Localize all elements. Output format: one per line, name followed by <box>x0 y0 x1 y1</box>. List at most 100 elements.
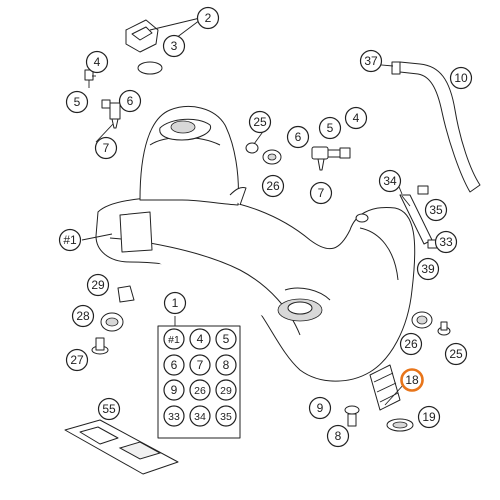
callout-c7b: 7 <box>309 181 333 205</box>
kit-item: 7 <box>189 354 211 376</box>
kit-item-number: 6 <box>171 358 178 372</box>
fuel-tank <box>95 106 416 382</box>
callout-number: 26 <box>404 337 418 351</box>
kit-item-circle <box>215 354 237 376</box>
callout-number: 8 <box>335 429 342 443</box>
callout-circle <box>261 174 285 198</box>
callout-c6a: 6 <box>118 89 142 113</box>
callout-c4: 4 <box>85 50 109 74</box>
kit-item-circle <box>163 379 185 401</box>
callout-c25a: 25 <box>248 110 272 134</box>
callout-number: 25 <box>253 115 267 129</box>
callout-number: 39 <box>421 262 435 276</box>
callout-circle <box>65 90 89 114</box>
callout-number: 6 <box>127 94 134 108</box>
callout-c3: 3 <box>162 34 186 58</box>
callout-number: 35 <box>429 203 443 217</box>
kit-item: 33 <box>163 405 185 427</box>
kit-item-number: 34 <box>194 411 206 423</box>
kit-item: 6 <box>163 354 185 376</box>
callout-number: 19 <box>422 410 436 424</box>
kit-item-circle <box>215 328 237 350</box>
callout-circle <box>309 181 333 205</box>
callout-circle <box>85 50 109 74</box>
fuel-filter <box>369 364 414 432</box>
callout-circle <box>444 342 468 366</box>
callout-number: 28 <box>76 309 90 323</box>
callout-c7a: 7 <box>94 136 118 160</box>
kit-item: 29 <box>215 379 237 401</box>
drain-screw <box>344 405 360 427</box>
callout-circle <box>94 136 118 160</box>
callout-number: 29 <box>91 278 105 292</box>
callout-c1set: 1 <box>163 291 187 315</box>
kit-item-number: 9 <box>171 383 178 397</box>
callout-circle <box>326 424 350 448</box>
callout-number: 7 <box>103 141 110 155</box>
callout-circle <box>58 228 82 252</box>
callout-c2: 2 <box>196 6 220 30</box>
callout-c1tank: #1 <box>58 228 82 252</box>
callout-number: 55 <box>102 402 116 416</box>
clip-nut <box>117 285 135 303</box>
kit-item-number: 8 <box>223 358 230 372</box>
callout-circle <box>97 397 121 421</box>
grommet-center <box>245 142 282 165</box>
callout-c9: 9 <box>308 396 332 420</box>
kit-item: 5 <box>215 328 237 350</box>
kit-item-circle <box>189 379 211 401</box>
kit-item: 26 <box>189 379 211 401</box>
callout-circle <box>65 348 89 372</box>
callout-number: 27 <box>70 353 84 367</box>
kit-item: 35 <box>215 405 237 427</box>
callout-c29: 29 <box>86 273 110 297</box>
filler-cap <box>125 19 163 75</box>
callout-circle <box>400 368 424 392</box>
kit-item-circle <box>215 405 237 427</box>
callout-circle <box>86 273 110 297</box>
kit-item-number: 4 <box>197 332 204 346</box>
kit-item-circle <box>163 354 185 376</box>
rubber-grommet <box>100 312 124 332</box>
callout-c4b: 4 <box>344 106 368 130</box>
callout-circle <box>71 304 95 328</box>
callout-number: 18 <box>405 373 419 387</box>
callout-c55: 55 <box>97 397 121 421</box>
callout-circle <box>118 89 142 113</box>
callout-c35: 35 <box>424 198 448 222</box>
callout-c28: 28 <box>71 304 95 328</box>
kit-item: #1 <box>163 328 185 350</box>
callout-c34: 34 <box>378 169 402 193</box>
callout-circle <box>286 125 310 149</box>
callout-number: 26 <box>266 179 280 193</box>
callout-circle <box>449 66 473 90</box>
kit-item-number: #1 <box>168 334 180 346</box>
callout-c19: 19 <box>417 405 441 429</box>
callout-number: #1 <box>63 233 77 247</box>
callout-c18: 18 <box>400 368 424 392</box>
callout-circle <box>417 405 441 429</box>
kit-item-number: 33 <box>168 411 180 423</box>
callout-circle <box>196 6 220 30</box>
kit-item-circle <box>189 354 211 376</box>
kit-item-number: 35 <box>220 411 232 423</box>
callout-c27: 27 <box>65 348 89 372</box>
callout-circle <box>162 34 186 58</box>
callout-c5a: 5 <box>65 90 89 114</box>
callout-circle <box>344 106 368 130</box>
callout-c8: 8 <box>326 424 350 448</box>
callout-number: 4 <box>94 55 101 69</box>
collar-bolt <box>91 337 109 355</box>
callout-c6b: 6 <box>286 125 310 149</box>
callout-c37: 37 <box>359 49 383 73</box>
callout-number: 33 <box>439 235 453 249</box>
callout-circle <box>434 230 458 254</box>
kit-item-circle <box>189 405 211 427</box>
callout-circle <box>378 169 402 193</box>
screw-set-left <box>84 69 121 129</box>
callout-circle <box>416 257 440 281</box>
callout-number: 10 <box>454 71 468 85</box>
kit-item-circle <box>163 405 185 427</box>
callout-c39: 39 <box>416 257 440 281</box>
